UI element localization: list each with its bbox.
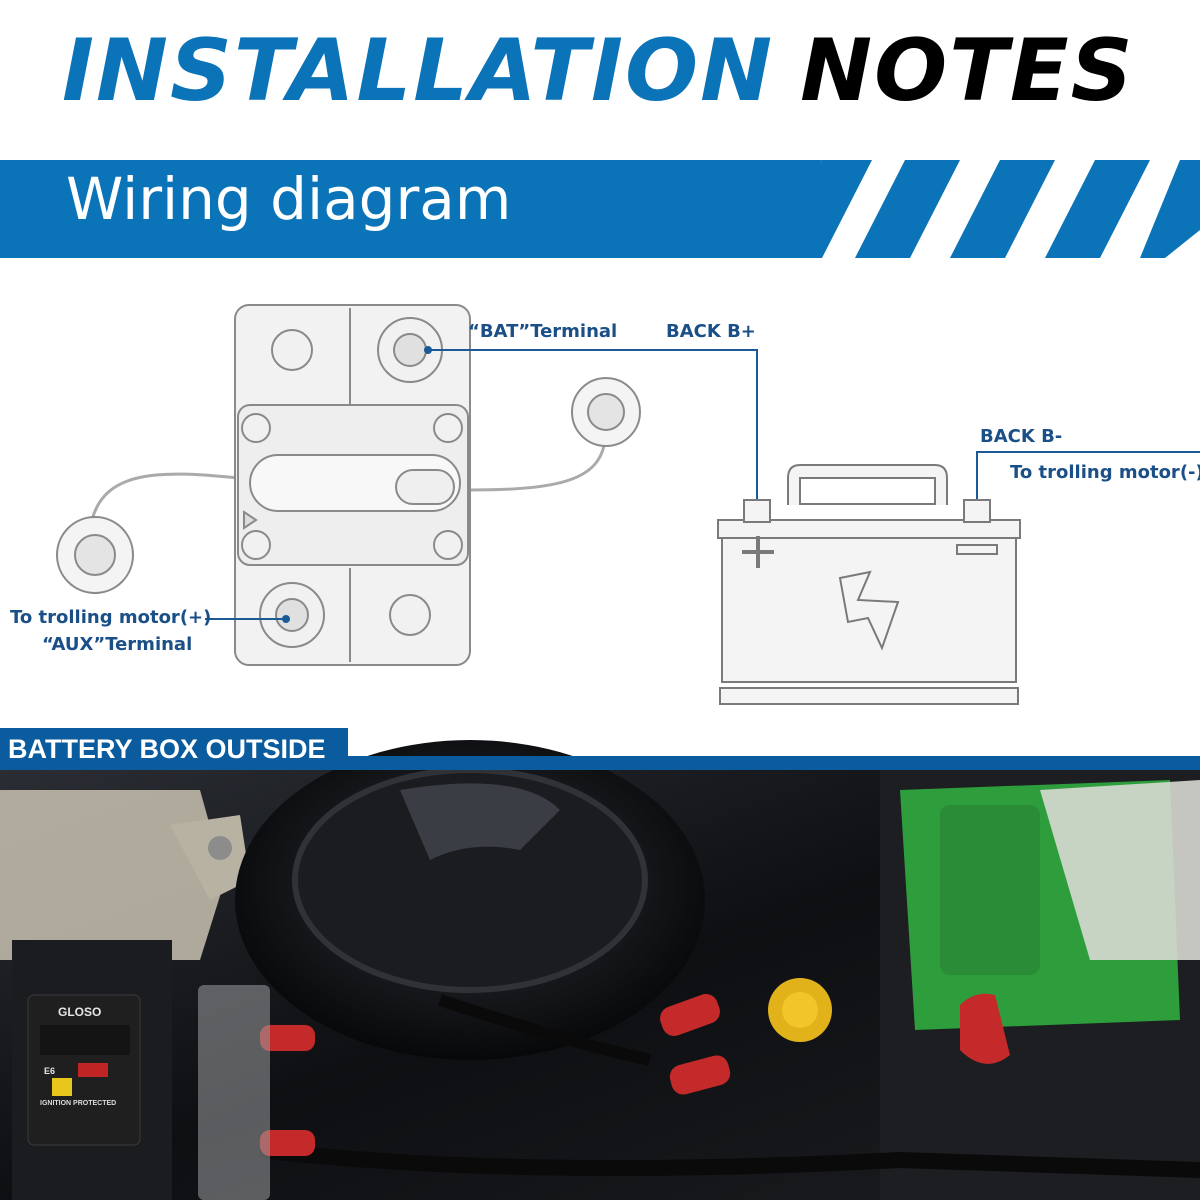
label-back-b-plus: BACK B+ bbox=[666, 321, 756, 342]
plus-icon bbox=[742, 536, 774, 568]
negative-post bbox=[963, 499, 991, 523]
battery-terminal-boot bbox=[960, 993, 1010, 1064]
banner-title: Wiring diagram bbox=[66, 165, 512, 233]
photo-rating-label: E6 bbox=[44, 1066, 56, 1076]
section-tag bbox=[0, 728, 348, 770]
circuit-breaker bbox=[56, 304, 641, 666]
banner-stripe bbox=[950, 160, 1055, 258]
section-divider bbox=[348, 756, 1200, 770]
label-to-trolling-minus: To trolling motor(-) bbox=[1010, 462, 1200, 483]
title-installation: INSTALLATION bbox=[62, 21, 775, 121]
leader-lines bbox=[205, 346, 1200, 623]
engine-bay-photo bbox=[0, 740, 1200, 1200]
label-to-trolling-plus: To trolling motor(+) bbox=[10, 607, 212, 628]
label-aux-terminal: “AUX”Terminal bbox=[42, 634, 193, 655]
positive-post bbox=[743, 499, 771, 523]
bus-bar bbox=[198, 985, 270, 1200]
battery bbox=[717, 464, 1021, 705]
label-bat-terminal: “BAT”Terminal bbox=[468, 321, 618, 342]
title-notes: NOTES bbox=[800, 21, 1135, 121]
photo-ignition-label: IGNITION PROTECTED bbox=[40, 1100, 117, 1107]
lightning-icon bbox=[838, 570, 900, 651]
section-label: BATTERY BOX OUTSIDE bbox=[8, 734, 326, 764]
banner-stripe bbox=[1045, 160, 1150, 258]
banner-bar bbox=[0, 160, 1200, 258]
photo-brand-label: GLOSO bbox=[58, 1005, 102, 1019]
minus-icon bbox=[956, 544, 998, 555]
label-back-b-minus: BACK B- bbox=[980, 426, 1063, 447]
banner-stripe bbox=[1140, 160, 1200, 258]
banner-stripe bbox=[855, 160, 960, 258]
